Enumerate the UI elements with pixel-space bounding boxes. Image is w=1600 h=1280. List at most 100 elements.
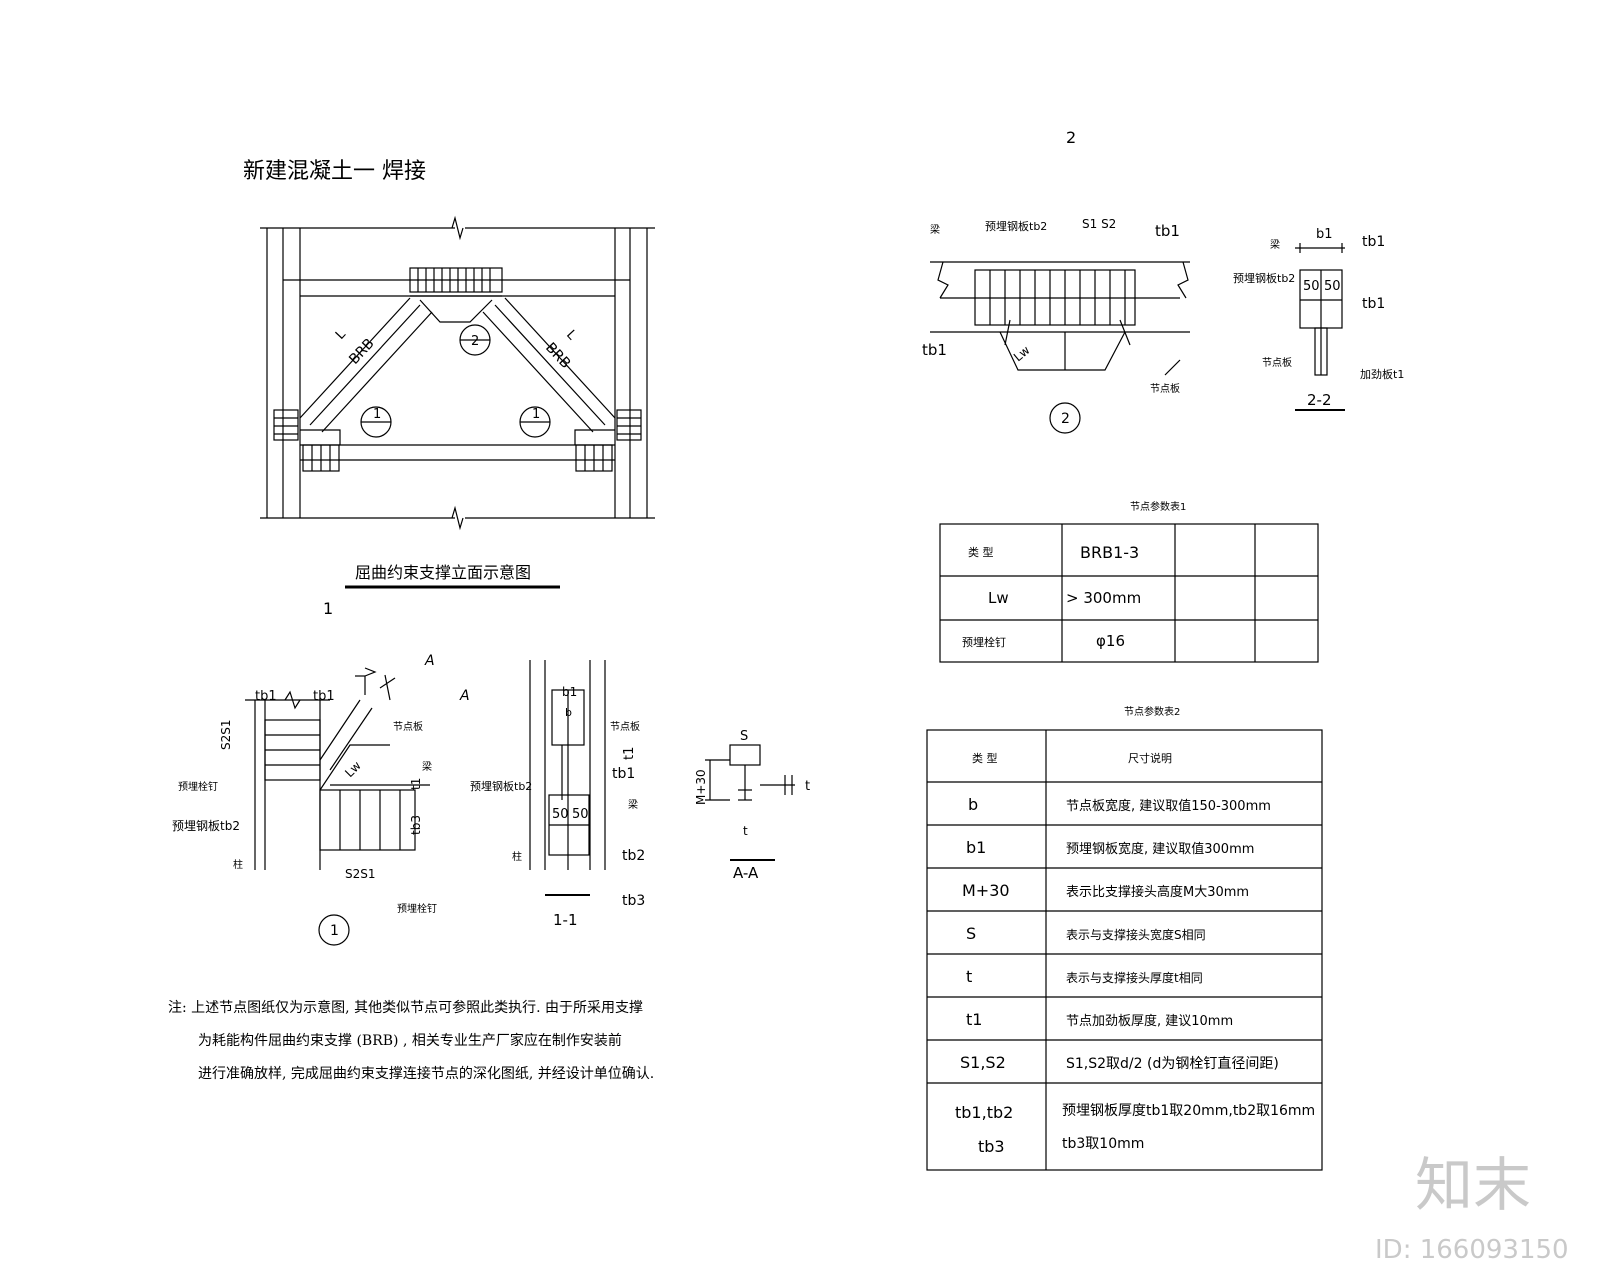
table1-grid: [939, 523, 1319, 663]
d2-tb1-top: tb1: [1155, 222, 1180, 240]
s22-tb1-a: tb1: [1362, 234, 1385, 250]
section-a-a-drawing: [705, 744, 795, 861]
d1-stud-label: 预埋栓钉: [178, 780, 218, 793]
table2-last-desc-2: tb3取10mm: [1062, 1136, 1144, 1152]
s11-50b: 50: [572, 807, 589, 822]
s22-stiffener: 加劲板t1: [1360, 367, 1404, 381]
d2-circle-number: 2: [1061, 411, 1070, 427]
s11-b1: b1: [562, 685, 577, 699]
detail-1-drawing: [245, 667, 430, 946]
s11-tb2-label: 预埋钢板tb2: [470, 779, 532, 793]
elevation-frame: [260, 215, 655, 531]
header-title: 新建混凝土一 焊接: [243, 159, 426, 184]
table2-r0-desc: 节点板宽度, 建议取值150-300mm: [1066, 798, 1271, 814]
marker-2-top: 2: [1066, 128, 1076, 147]
aa-s: S: [740, 729, 748, 744]
elevation-marker-1a: 1: [373, 407, 381, 422]
s22-50a: 50: [1303, 279, 1320, 294]
d2-tb2-label: 预埋钢板tb2: [985, 219, 1047, 233]
d1-s2s1-bottom: S2S1: [345, 867, 376, 881]
section-a-letter-1: A: [424, 653, 435, 669]
table1-r2c0: 预埋栓钉: [962, 635, 1006, 649]
d1-tb1-b: tb1: [313, 689, 335, 704]
s11-t1: t1: [622, 747, 637, 760]
d1-t1: t1: [409, 778, 423, 790]
watermark-logo: 知末: [1415, 1151, 1531, 1219]
table2-r0-type: b: [968, 795, 978, 814]
table1-r0c0: 类 型: [968, 545, 994, 559]
elevation-marker-1b: 1: [532, 407, 540, 422]
table1-r2c1: φ16: [1096, 632, 1125, 650]
s11-tb1: tb1: [612, 766, 635, 782]
table2-r6-desc: S1,S2取d/2 (d为钢栓钉直径间距): [1066, 1055, 1279, 1072]
s11-column: 柱: [512, 850, 522, 863]
s22-tb2-label: 预埋钢板tb2: [1233, 271, 1295, 285]
d2-beam: 梁: [930, 223, 940, 236]
s22-b1: b1: [1316, 227, 1333, 242]
d1-beam: 梁: [422, 760, 432, 773]
note-line-3: 进行准确放样, 完成屈曲约束支撑连接节点的深化图纸, 并经设计单位确认.: [198, 1065, 654, 1082]
d2-tb1-left: tb1: [922, 341, 947, 359]
s22-gusset: 节点板: [1262, 356, 1292, 369]
note-line-2: 为耗能构件屈曲约束支撑 (BRB) , 相关专业生产厂家应在制作安装前: [198, 1032, 622, 1049]
table2-r1-type: b1: [966, 838, 986, 857]
table2-header-desc: 尺寸说明: [1128, 751, 1172, 765]
table2-title: 节点参数表2: [1124, 705, 1180, 718]
d1-gusset: 节点板: [393, 720, 423, 733]
s11-50a: 50: [552, 807, 569, 822]
table2-r3-desc: 表示与支撑接头宽度S相同: [1066, 927, 1206, 942]
table2-header-type: 类 型: [972, 751, 998, 765]
s22-tb1-b: tb1: [1362, 296, 1385, 312]
s11-gusset: 节点板: [610, 720, 640, 733]
table2-r5-type: t1: [966, 1010, 982, 1029]
s11-caption: 1-1: [553, 911, 578, 929]
table2-last-type-1: tb1,tb2: [955, 1103, 1013, 1122]
table2-last-desc-1: 预埋钢板厚度tb1取20mm,tb2取16mm: [1062, 1103, 1315, 1119]
table2-r4-desc: 表示与支撑接头厚度t相同: [1066, 970, 1203, 985]
table1-r1c1: > 300mm: [1066, 589, 1141, 607]
d1-column: 柱: [233, 858, 243, 871]
table2-r5-desc: 节点加劲板厚度, 建议10mm: [1066, 1013, 1233, 1029]
d2-gusset: 节点板: [1150, 382, 1180, 395]
d1-circle-number: 1: [330, 923, 339, 939]
d1-lw: Lw: [342, 758, 364, 780]
section-2-2-drawing: [1295, 243, 1345, 411]
table2-r2-desc: 表示比支撑接头高度M大30mm: [1066, 884, 1249, 900]
s11-beam: 梁: [628, 798, 638, 811]
table1-r0c1: BRB1-3: [1080, 543, 1139, 562]
length-label-right: L: [563, 327, 579, 343]
detail-2-drawing: [930, 261, 1190, 434]
d1-stud-label2: 预埋栓钉: [397, 902, 437, 915]
s22-50b: 50: [1324, 279, 1341, 294]
s22-caption: 2-2: [1307, 391, 1332, 409]
s11-tb3: tb3: [622, 893, 645, 909]
table1-title: 节点参数表1: [1130, 500, 1186, 513]
table2-r1-desc: 预埋钢板宽度, 建议取值300mm: [1066, 841, 1254, 857]
table2-r2-type: M+30: [962, 881, 1010, 900]
table2-grid: [926, 729, 1323, 1171]
elevation-title: 屈曲约束支撑立面示意图: [355, 563, 531, 582]
section-1-1-drawing: [529, 660, 606, 896]
aa-t-bottom: t: [743, 824, 748, 838]
aa-caption: A-A: [733, 864, 759, 882]
aa-m30: M+30: [694, 769, 708, 805]
table2-last-type-2: tb3: [978, 1137, 1005, 1156]
d2-s1s2: S1 S2: [1082, 217, 1116, 231]
table1-r1c0: Lw: [988, 589, 1009, 607]
table2-r6-type: S1,S2: [960, 1053, 1006, 1072]
elevation-marker-2: 2: [471, 334, 479, 349]
s11-b: b: [565, 706, 572, 719]
section-a-letter-2: A: [459, 688, 470, 704]
length-label-left: L: [333, 327, 349, 343]
d1-s2s1-vertical: S2S1: [219, 719, 233, 750]
table2-r3-type: S: [966, 924, 976, 943]
d1-tb1-a: tb1: [255, 689, 277, 704]
d1-tb2-label: 预埋钢板tb2: [172, 819, 240, 833]
note-line-1: 注: 上述节点图纸仅为示意图, 其他类似节点可参照此类执行. 由于所采用支撑: [168, 999, 643, 1016]
aa-t-right: t: [805, 779, 810, 794]
s11-tb2: tb2: [622, 848, 645, 864]
table2-r4-type: t: [966, 967, 972, 986]
marker-1-top: 1: [323, 599, 333, 618]
s22-beam: 梁: [1270, 238, 1280, 251]
